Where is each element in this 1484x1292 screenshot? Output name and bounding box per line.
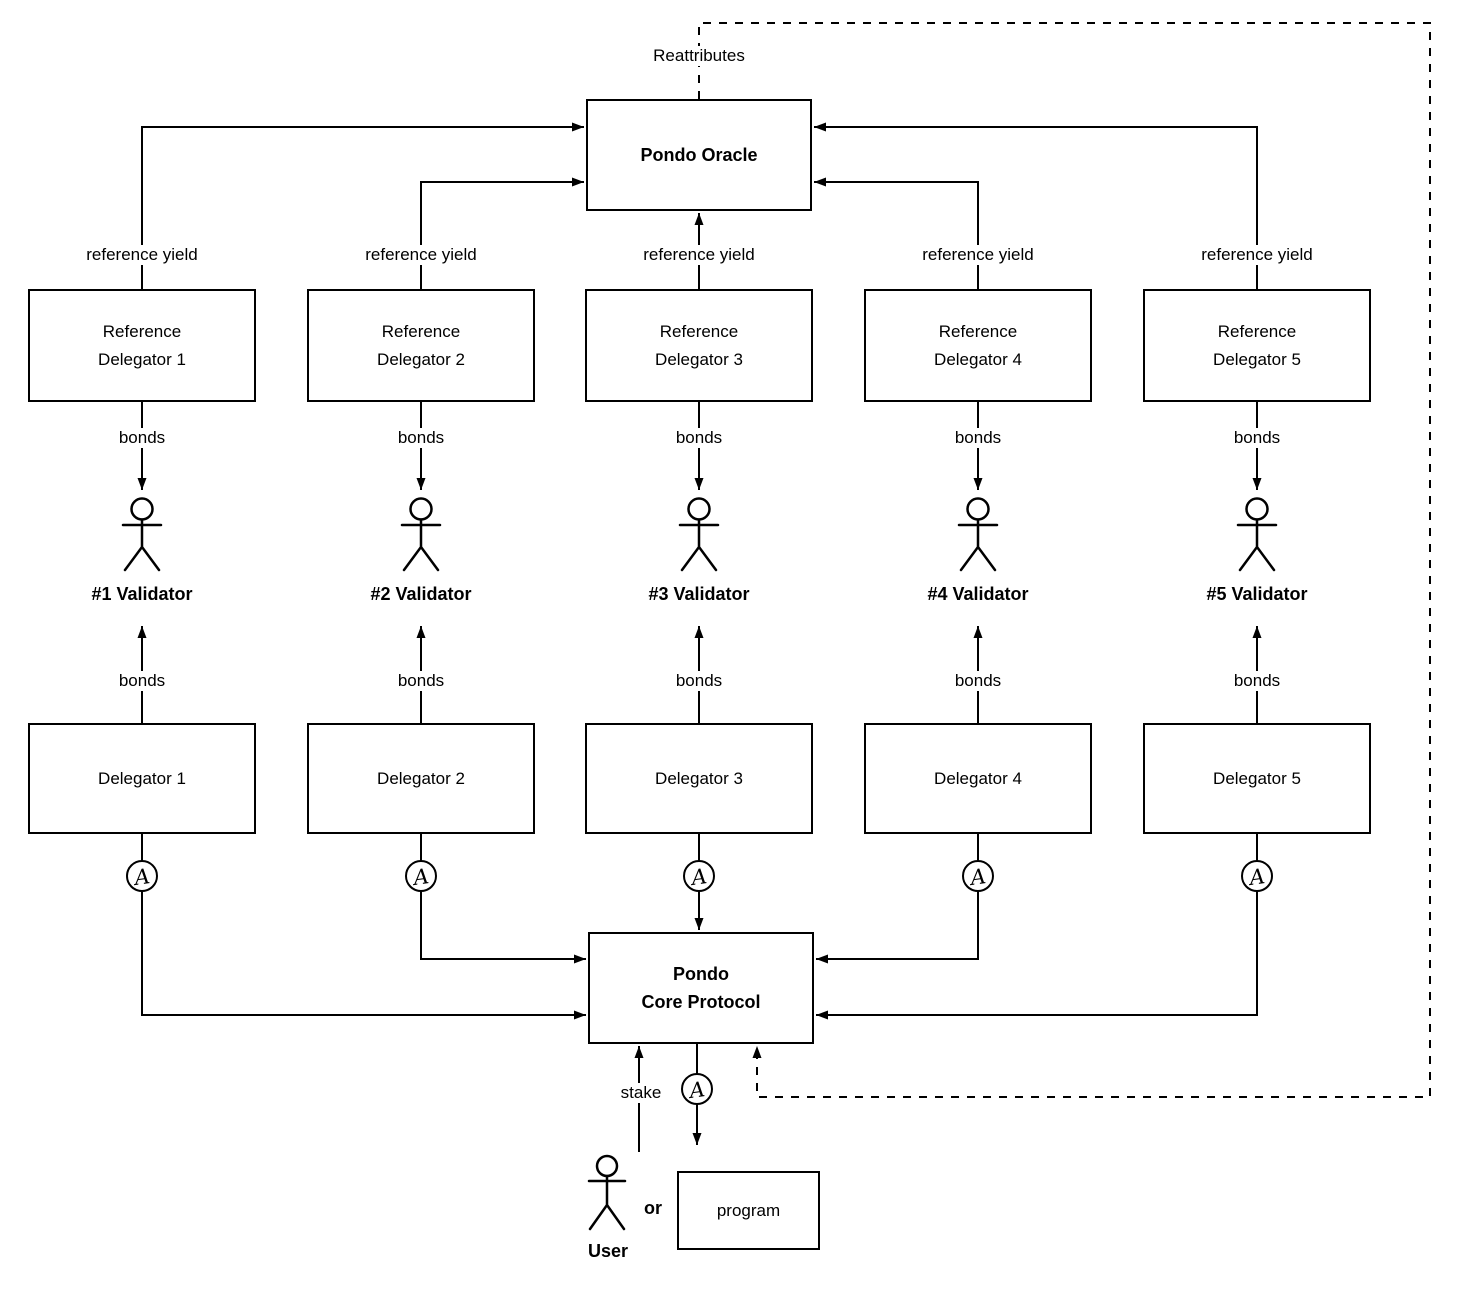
edge-refdel1-to-oracle <box>141 122 584 289</box>
core-protocol-line1: Pondo <box>673 964 729 984</box>
pondo-core-protocol-box: Pondo Core Protocol <box>588 932 814 1044</box>
bonds-label-top-1: bonds <box>107 428 177 448</box>
reference-yield-label-3: reference yield <box>624 245 774 265</box>
validator-2-label: #2 Validator <box>370 584 472 604</box>
svg-text:A: A <box>967 864 987 890</box>
credits-icon-2: A <box>405 860 437 892</box>
delegator-3-box: Delegator 3 <box>585 723 813 834</box>
user-label: User <box>587 1241 629 1261</box>
reference-delegator-1-line1: Reference <box>102 321 182 341</box>
bonds-label-bottom-5: bonds <box>1222 671 1292 691</box>
validator-3-person-icon <box>678 497 720 572</box>
bonds-label-bottom-3: bonds <box>664 671 734 691</box>
svg-text:A: A <box>688 864 708 890</box>
user-person-icon <box>587 1154 627 1231</box>
validator-4-label: #4 Validator <box>927 584 1029 604</box>
validator-2-person-icon <box>400 497 442 572</box>
credits-icon-5: A <box>1241 860 1273 892</box>
reference-delegator-5-line2: Delegator 5 <box>1213 349 1301 369</box>
reference-delegator-1-line2: Delegator 1 <box>98 349 186 369</box>
reference-delegator-3-box: Reference Delegator 3 <box>585 289 813 402</box>
reference-delegator-2-line2: Delegator 2 <box>377 349 465 369</box>
delegator-5-label: Delegator 5 <box>1213 768 1301 788</box>
reference-delegator-2-box: Reference Delegator 2 <box>307 289 535 402</box>
reference-delegator-4-line1: Reference <box>938 321 1018 341</box>
delegator-5-box: Delegator 5 <box>1143 723 1371 834</box>
credits-icon-3: A <box>683 860 715 892</box>
validator-5-label: #5 Validator <box>1206 584 1308 604</box>
delegator-1-label: Delegator 1 <box>98 768 186 788</box>
reference-delegator-5-box: Reference Delegator 5 <box>1143 289 1371 402</box>
edge-refdel2-to-oracle <box>420 177 584 289</box>
edge-refdel5-to-oracle <box>814 122 1258 289</box>
delegator-4-label: Delegator 4 <box>934 768 1022 788</box>
credits-icon-1: A <box>126 860 158 892</box>
bonds-label-bottom-4: bonds <box>943 671 1013 691</box>
delegator-2-label: Delegator 2 <box>377 768 465 788</box>
delegator-2-box: Delegator 2 <box>307 723 535 834</box>
reference-delegator-4-line2: Delegator 4 <box>934 349 1022 369</box>
bonds-label-top-2: bonds <box>386 428 456 448</box>
svg-text:A: A <box>686 1077 706 1103</box>
reference-delegator-3-line2: Delegator 3 <box>655 349 743 369</box>
delegator-4-box: Delegator 4 <box>864 723 1092 834</box>
reference-yield-label-5: reference yield <box>1182 245 1332 265</box>
reference-delegator-1-box: Reference Delegator 1 <box>28 289 256 402</box>
core-protocol-line2: Core Protocol <box>641 992 761 1012</box>
reference-yield-label-2: reference yield <box>346 245 496 265</box>
delegator-3-label: Delegator 3 <box>655 768 743 788</box>
or-label: or <box>644 1198 662 1218</box>
edge-reattributes-loop <box>698 22 1431 1098</box>
reference-yield-label-4: reference yield <box>903 245 1053 265</box>
program-label: program <box>716 1200 781 1220</box>
program-box: program <box>677 1171 820 1250</box>
edge-del4-to-core <box>816 834 979 964</box>
reference-delegator-5-line1: Reference <box>1217 321 1297 341</box>
bonds-label-bottom-2: bonds <box>386 671 456 691</box>
reference-delegator-4-box: Reference Delegator 4 <box>864 289 1092 402</box>
reference-delegator-3-line1: Reference <box>659 321 739 341</box>
validator-4-person-icon <box>957 497 999 572</box>
svg-text:A: A <box>410 864 430 890</box>
stake-label: stake <box>611 1083 671 1103</box>
bonds-label-top-4: bonds <box>943 428 1013 448</box>
delegator-1-box: Delegator 1 <box>28 723 256 834</box>
svg-text:A: A <box>1246 864 1266 890</box>
validator-figures <box>121 497 1278 1231</box>
validator-1-label: #1 Validator <box>91 584 193 604</box>
reference-yield-label-1: reference yield <box>67 245 217 265</box>
reattributes-label: Reattributes <box>639 46 759 66</box>
pondo-oracle-box: Pondo Oracle <box>586 99 812 211</box>
svg-text:A: A <box>131 864 151 890</box>
pondo-oracle-label: Pondo Oracle <box>640 145 758 165</box>
edge-del2-to-core <box>420 834 586 964</box>
edge-del5-to-core <box>816 834 1258 1020</box>
bonds-label-bottom-1: bonds <box>107 671 177 691</box>
edge-refdel4-to-oracle <box>814 177 979 289</box>
bonds-label-top-5: bonds <box>1222 428 1292 448</box>
edge-del1-to-core <box>141 834 586 1020</box>
credits-icon-4: A <box>962 860 994 892</box>
validator-3-label: #3 Validator <box>648 584 750 604</box>
bonds-label-top-3: bonds <box>664 428 734 448</box>
reference-delegator-2-line1: Reference <box>381 321 461 341</box>
validator-1-person-icon <box>121 497 163 572</box>
credits-icons: A A A A A A <box>126 860 1273 1105</box>
credits-icon-core-out: A <box>681 1073 713 1105</box>
validator-5-person-icon <box>1236 497 1278 572</box>
